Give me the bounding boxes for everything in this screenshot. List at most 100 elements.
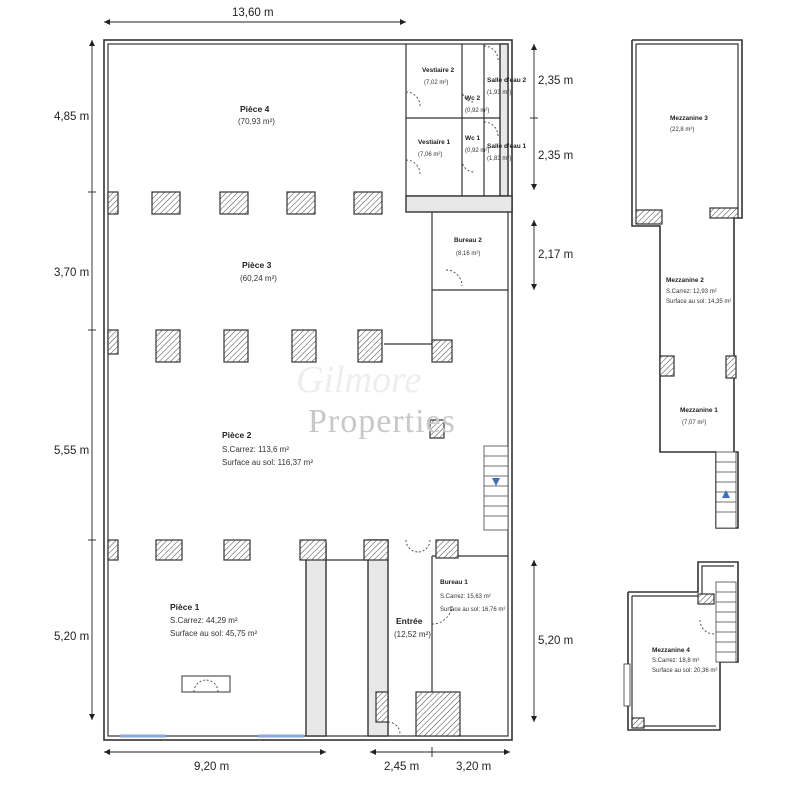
room-name: Pièce 4 bbox=[240, 104, 270, 114]
pillars-row-3 bbox=[107, 539, 459, 561]
room-entree: Entrée (12,52 m²) bbox=[394, 616, 431, 639]
stairs-mezzanine bbox=[715, 451, 737, 529]
pillar bbox=[219, 191, 249, 215]
room-wc1: Wc 1 (0,92 m²) bbox=[465, 135, 489, 154]
dimensions: 13,60 m 4,85 m 3,70 m 5,55 m 5,20 m 2,35… bbox=[54, 7, 573, 773]
door-piece1-bottom bbox=[193, 679, 219, 693]
dim-left-1: 4,85 m bbox=[54, 111, 89, 123]
pillar bbox=[155, 329, 181, 363]
watermark-line1: Gilmore bbox=[296, 359, 421, 401]
door-entree-top bbox=[405, 539, 431, 553]
room-wc2: Wc 2 (0,92 m²) bbox=[465, 95, 489, 114]
door-bureau2 bbox=[445, 269, 463, 287]
dim-left-2: 3,70 m bbox=[54, 267, 89, 279]
mezz-pillar bbox=[635, 209, 663, 225]
bureau2-top-wall bbox=[405, 195, 513, 213]
pillar bbox=[357, 329, 383, 363]
pillar bbox=[363, 539, 389, 561]
room-name: Mezzanine 4 bbox=[652, 647, 690, 654]
dim-top-width: 13,60 m bbox=[232, 7, 274, 19]
pillar bbox=[155, 539, 183, 561]
room-mezz3: Mezzanine 3 (22,8 m²) bbox=[670, 115, 708, 133]
stairs-mezzanine-4 bbox=[715, 581, 737, 663]
pillar bbox=[151, 191, 181, 215]
room-name: Wc 1 bbox=[465, 135, 481, 142]
room-mezz4: Mezzanine 4 S.Carrez: 18,8 m² Surface au… bbox=[652, 647, 717, 674]
room-area: Surface au sol: 16,76 m² bbox=[440, 607, 505, 613]
dim-bottom-2: 2,45 m bbox=[384, 761, 419, 773]
room-piece2: Pièce 2 S.Carrez: 113,6 m² Surface au so… bbox=[222, 430, 313, 467]
dim-bottom-1: 9,20 m bbox=[194, 761, 229, 773]
mezz-pillar bbox=[725, 355, 737, 379]
dim-left-3: 5,55 m bbox=[54, 445, 89, 457]
room-name: Mezzanine 2 bbox=[666, 277, 704, 284]
pillar bbox=[107, 329, 119, 355]
pillar bbox=[291, 329, 317, 363]
room-mezz1: Mezzanine 1 (7,07 m²) bbox=[680, 407, 718, 426]
mezz-pillar bbox=[697, 593, 715, 605]
pillar bbox=[223, 329, 249, 363]
door-salle1 bbox=[483, 121, 499, 137]
room-area: (0,92 m²) bbox=[465, 108, 489, 114]
room-area: Surface au sol: 20,36 m² bbox=[652, 668, 717, 674]
room-piece1: Pièce 1 S.Carrez: 44,29 m² Surface au so… bbox=[170, 602, 257, 638]
room-name: Vestiaire 2 bbox=[422, 67, 455, 74]
dim-right-1: 2,35 m bbox=[538, 75, 573, 87]
pillar bbox=[429, 419, 445, 439]
room-name: Bureau 2 bbox=[454, 237, 482, 244]
room-area: (22,8 m²) bbox=[670, 127, 694, 133]
mezz-pillar bbox=[659, 355, 675, 377]
pillar bbox=[435, 539, 459, 559]
room-salle2: Salle d'eau 2 (1,93 m²) bbox=[487, 77, 527, 96]
room-area: (1,93 m²) bbox=[487, 90, 511, 96]
pillars-row-2 bbox=[107, 329, 453, 439]
pillar bbox=[299, 539, 327, 561]
room-area: (12,52 m²) bbox=[394, 630, 431, 639]
room-bureau1: Bureau 1 S.Carrez: 15,63 m² Surface au s… bbox=[440, 579, 505, 613]
room-name: Pièce 2 bbox=[222, 430, 252, 440]
mezz3-outline bbox=[631, 39, 743, 529]
room-name: Vestiaire 1 bbox=[418, 139, 451, 146]
room-area: (7,06 m²) bbox=[418, 152, 442, 158]
room-area: S.Carrez: 18,8 m² bbox=[652, 658, 699, 664]
piece1-entry-frame bbox=[181, 675, 231, 693]
pillar bbox=[223, 539, 251, 561]
room-area: (8,16 m²) bbox=[456, 251, 480, 257]
door-entree-bottom bbox=[387, 721, 401, 735]
room-vestiaire1: Vestiaire 1 (7,06 m²) bbox=[418, 139, 451, 158]
mezzanine-upper bbox=[631, 39, 743, 529]
right-wall-strip bbox=[499, 43, 509, 197]
room-mezz2: Mezzanine 2 S.Carrez: 12,93 m² Surface a… bbox=[666, 277, 731, 305]
room-area: (60,24 m²) bbox=[240, 274, 277, 283]
watermark-line2: Properties bbox=[308, 403, 456, 440]
mezz-pillar bbox=[631, 717, 645, 729]
pillar bbox=[286, 191, 316, 215]
pillar bbox=[353, 191, 383, 215]
room-vestiaire2: Vestiaire 2 (7,02 m²) bbox=[422, 67, 455, 86]
pillars-row-1 bbox=[107, 191, 383, 215]
stairs-main bbox=[483, 445, 509, 531]
dim-left-4: 5,20 m bbox=[54, 631, 89, 643]
door-salle2 bbox=[483, 45, 499, 61]
room-name: Wc 2 bbox=[465, 95, 481, 102]
door-vestiaire2 bbox=[405, 91, 421, 107]
dim-bottom-3: 3,20 m bbox=[456, 761, 491, 773]
main-building bbox=[103, 39, 513, 741]
pillar bbox=[107, 539, 119, 561]
pillar bbox=[107, 191, 119, 215]
room-area: (0,92 m²) bbox=[465, 148, 489, 154]
room-name: Bureau 1 bbox=[440, 579, 468, 586]
room-area: Surface au sol: 45,75 m² bbox=[170, 629, 257, 638]
dim-right-4: 5,20 m bbox=[538, 635, 573, 647]
dim-right-3: 2,17 m bbox=[538, 249, 573, 261]
room-area: (1,83 m²) bbox=[487, 156, 511, 162]
room-area: (70,93 m²) bbox=[238, 117, 275, 126]
room-area: Surface au sol: 14,35 m² bbox=[666, 299, 731, 305]
room-bureau2: Bureau 2 (8,16 m²) bbox=[454, 237, 482, 257]
room-piece3: Pièce 3 (60,24 m²) bbox=[240, 260, 277, 283]
bureau1-bottom-block bbox=[415, 691, 461, 737]
mezzanine-4 bbox=[623, 561, 739, 731]
room-area: (7,07 m²) bbox=[682, 420, 706, 426]
room-name: Salle d'eau 2 bbox=[487, 77, 527, 84]
